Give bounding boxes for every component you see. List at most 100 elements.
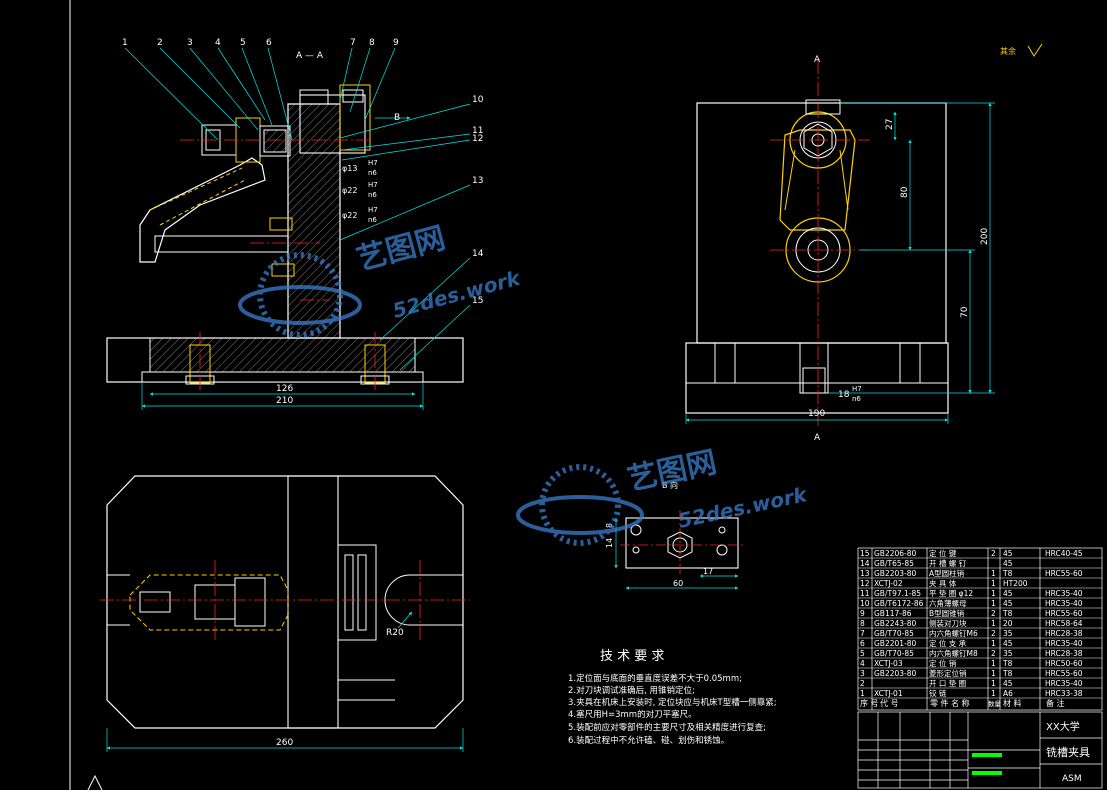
fit-2-lower: n6 <box>368 191 377 199</box>
dim-260: 260 <box>276 738 293 748</box>
leader-6: 6 <box>266 38 272 48</box>
bom-cell-qty: 1 <box>991 659 996 668</box>
bom-cell-no: 9 <box>860 609 865 618</box>
bom-cell-code: GB2243-80 <box>874 619 917 628</box>
top-view-annotations: R20 260 <box>276 628 404 748</box>
dim-14: 14 <box>605 538 614 548</box>
bom-cell-name: 夹 具 体 <box>929 578 957 588</box>
fit-1-dia: φ13 <box>342 164 357 173</box>
bom-cell-code: GB117-86 <box>874 609 912 618</box>
fit-3-lower: n6 <box>368 216 377 224</box>
dim-126: 126 <box>276 384 293 394</box>
bom-cell-name: B型圆锥销 <box>929 608 965 618</box>
bom-cell-name: 定 位 支 承 <box>929 638 967 648</box>
bom-cell-mat: HT200 <box>1003 579 1028 588</box>
bom-header: 序 号 代 号 零 件 名 称 数量 材 料 备 注 <box>860 698 1065 708</box>
bom-cell-code: GB/T70-85 <box>874 649 914 658</box>
roughness-note: 其余 <box>1000 43 1043 57</box>
bom-cell-mat: T8 <box>1002 659 1013 668</box>
bom-cell-mat: 45 <box>1003 599 1013 608</box>
bom-cell-qty: 1 <box>991 619 996 628</box>
bom-cell-mat: T8 <box>1002 669 1013 678</box>
fit-1-upper: H7 <box>368 159 378 167</box>
leader-4: 4 <box>215 38 221 48</box>
bom-cell-note: HRC35-40 <box>1045 599 1083 608</box>
watermark-site-2: 52des.work <box>676 482 810 533</box>
leader-3: 3 <box>187 38 193 48</box>
bom-cell-code: GB2203-80 <box>874 669 917 678</box>
bom-cell-mat: 45 <box>1003 639 1013 648</box>
bom-cell-no: 14 <box>860 559 870 568</box>
bom-cell-note: HRC28-38 <box>1045 649 1083 658</box>
leader-10: 10 <box>472 95 484 105</box>
bom-cell-code: XCTJ-02 <box>874 579 903 588</box>
watermark-site-1: 52des.work <box>390 265 524 322</box>
bom-cell-qty: 1 <box>991 579 996 588</box>
leader-12: 12 <box>472 134 483 144</box>
bom-header-material: 材 料 <box>1003 698 1022 708</box>
bom-cell-note: HRC35-40 <box>1045 639 1083 648</box>
cursor-mark-icon <box>87 774 103 790</box>
bom-header-no: 序 号 <box>860 698 879 708</box>
tech-line-4: 4.塞尺用H=3mm的对刀平塞尺。 <box>568 709 697 720</box>
b-view-label: B 向 <box>662 480 678 490</box>
school-name: XX大学 <box>1046 720 1080 733</box>
fit-1-lower: n6 <box>368 169 377 177</box>
tech-line-2: 2.对刀块调试准确后, 用锥销定位; <box>568 685 695 696</box>
drawing-name: 铣槽夹具 <box>1046 745 1090 759</box>
front-view-annotations: A — A B φ13 H7 n6 φ22 H7 n6 φ22 H7 n6 12… <box>276 51 400 406</box>
bom-cell-name: 菱形定位销 <box>929 668 967 678</box>
dim-80: 80 <box>900 186 910 198</box>
watermark-1: 艺图网 52des.work <box>238 221 524 338</box>
dim-200: 200 <box>980 228 990 245</box>
leader-14: 14 <box>472 249 484 259</box>
leader-15: 15 <box>472 296 483 306</box>
bom-cell-name: 定 位 键 <box>929 548 957 558</box>
bom-cell-qty: 1 <box>991 679 996 688</box>
tech-requirements: 技 术 要 求 1.定位面与底面的垂直度误差不大于0.05mm; 2.对刀块调试… <box>568 649 777 746</box>
bom-cell-code: XCTJ-01 <box>874 689 903 698</box>
watermark-brand-1: 艺图网 <box>353 221 449 278</box>
bom-cell-name: 铰 链 <box>929 688 947 698</box>
bom-cell-note: HRC40-45 <box>1045 549 1083 558</box>
dim-190: 190 <box>808 409 825 419</box>
bom-cell-code: XCTJ-03 <box>874 659 903 668</box>
bom-cell-no: 15 <box>860 549 870 558</box>
bom-cell-mat: 35 <box>1003 649 1013 658</box>
leader-7: 7 <box>350 38 356 48</box>
bom-header-qty: 数量 <box>988 699 1002 708</box>
side-view <box>685 60 995 428</box>
bom-cell-note: HRC33-38 <box>1045 689 1083 698</box>
bom-cell-qty: 2 <box>991 629 996 638</box>
bom-cell-mat: 35 <box>1003 629 1013 638</box>
bom-cell-code: GB/T65-85 <box>874 559 914 568</box>
leader-9: 9 <box>393 38 399 48</box>
dim-210: 210 <box>276 396 293 406</box>
bom-cell-no: 7 <box>860 629 865 638</box>
bom-cell-code: GB/T6172-86 <box>874 599 924 608</box>
tech-line-5: 5.装配前应对零部件的主要尺寸及相关精度进行复查; <box>568 722 766 733</box>
bom-cell-name: 六角薄螺母 <box>929 598 967 608</box>
bom-cell-no: 13 <box>860 569 870 578</box>
leader-5: 5 <box>240 38 246 48</box>
tech-line-1: 1.定位面与底面的垂直度误差不大于0.05mm; <box>568 673 742 684</box>
bom-cell-note: HRC55-60 <box>1045 669 1083 678</box>
bom-cell-no: 6 <box>860 639 865 648</box>
side-view-annotations: A A 27 80 200 70 18 H7 n6 190 <box>808 55 990 443</box>
bom-cell-name: 侧装对刀块 <box>929 618 967 628</box>
bom-cell-no: 12 <box>860 579 870 588</box>
title-highlight-bar <box>972 753 1002 757</box>
slot-fit-upper: H7 <box>852 385 862 393</box>
bom-cell-mat: T8 <box>1002 609 1013 618</box>
bom-cell-mat: 45 <box>1003 559 1013 568</box>
b-view <box>614 510 745 590</box>
bom-row-lines <box>858 557 1102 699</box>
bom-cell-note: HRC35-40 <box>1045 589 1083 598</box>
bom-cell-note: HRC50-60 <box>1045 659 1083 668</box>
leader-2: 2 <box>157 38 163 48</box>
bom-cell-note: HRC28-38 <box>1045 629 1083 638</box>
bom-cell-mat: 45 <box>1003 549 1013 558</box>
bom-cell-no: 3 <box>860 669 865 678</box>
bom-cell-qty: 1 <box>991 669 996 678</box>
bom-cell-mat: 45 <box>1003 679 1013 688</box>
